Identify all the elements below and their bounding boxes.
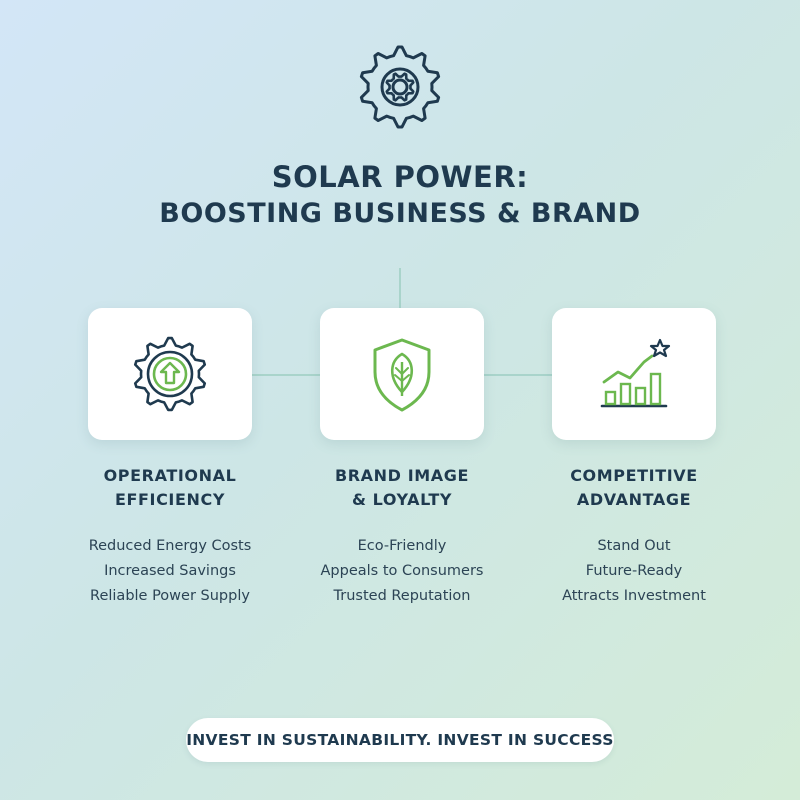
tagline-text: INVEST IN SUSTAINABILITY. INVEST IN SUCC… [186, 731, 614, 749]
page-title-line-2: BOOSTING BUSINESS & BRAND [159, 198, 641, 229]
column-title-line: ADVANTAGE [576, 490, 692, 509]
gear-icon [357, 44, 443, 130]
list-item: Eco-Friendly [357, 538, 447, 554]
column-title: BRAND IMAGE & LOYALTY [282, 464, 522, 512]
column-title: COMPETITIVE ADVANTAGE [514, 464, 754, 512]
list-item: Increased Savings [104, 563, 236, 579]
page-title-line-1: SOLAR POWER: [271, 160, 529, 194]
list-item: Reliable Power Supply [90, 588, 250, 604]
card-competitive-advantage [552, 308, 716, 440]
column-title-line: BRAND IMAGE [334, 466, 470, 485]
column-title: OPERATIONAL EFFICIENCY [50, 464, 290, 512]
connector-right [484, 374, 554, 376]
column-title-line: & LOYALTY [351, 490, 453, 509]
column-brand-image: BRAND IMAGE & LOYALTY Eco-Friendly Appea… [282, 464, 522, 609]
list-item: Attracts Investment [562, 588, 706, 604]
column-title-line: COMPETITIVE [570, 466, 698, 485]
list-item: Future-Ready [585, 563, 683, 579]
card-operational-efficiency [88, 308, 252, 440]
list-item: Stand Out [597, 538, 671, 554]
list-item: Appeals to Consumers [320, 563, 484, 579]
column-operational-efficiency: OPERATIONAL EFFICIENCY Reduced Energy Co… [50, 464, 290, 609]
growth-chart-star-icon [600, 338, 671, 408]
connector-vertical [399, 268, 401, 310]
list-item: Reduced Energy Costs [88, 538, 252, 554]
column-competitive-advantage: COMPETITIVE ADVANTAGE Stand Out Future-R… [514, 464, 754, 609]
tagline-banner: INVEST IN SUSTAINABILITY. INVEST IN SUCC… [186, 718, 614, 762]
gear-arrow-up-icon [133, 336, 207, 412]
card-brand-image [320, 308, 484, 440]
column-title-line: EFFICIENCY [114, 490, 226, 509]
list-item: Trusted Reputation [333, 588, 471, 604]
connector-left [250, 374, 322, 376]
shield-leaf-icon [373, 338, 431, 412]
column-title-line: OPERATIONAL [103, 466, 237, 485]
